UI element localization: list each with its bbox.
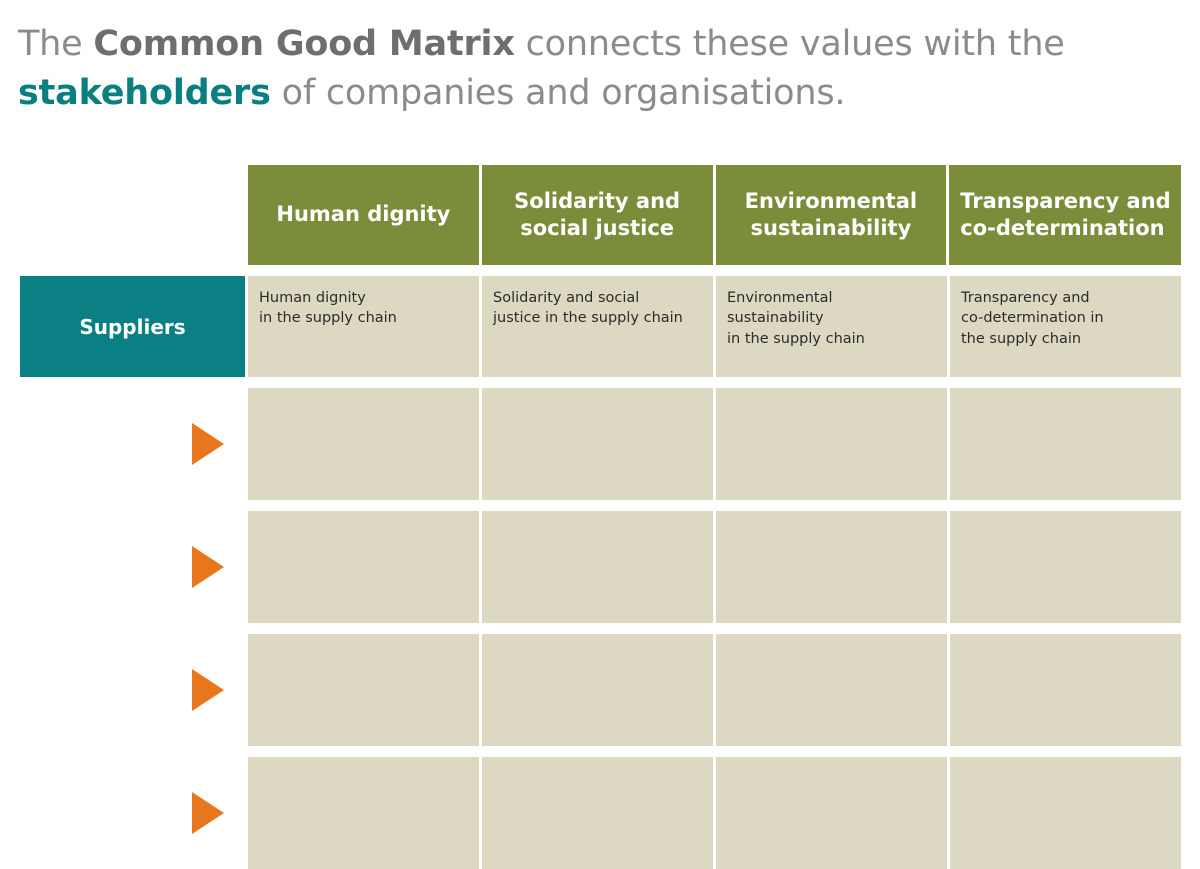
matrix-corner-cell	[20, 165, 245, 265]
title-segment-stakeholders: stakeholders	[18, 73, 271, 113]
column-header-transparency-and-co-determination[interactable]: Transparency and co-determination	[949, 165, 1181, 265]
play-arrow-right-icon[interactable]	[192, 423, 224, 465]
cell-placeholder-4-environmental-sustainability[interactable]	[716, 757, 947, 869]
title-segment-plain-3: of companies and organisations.	[270, 73, 846, 113]
column-header-solidarity-and-social-justice[interactable]: Solidarity and social justice	[481, 165, 713, 265]
row-label-placeholder-2	[20, 511, 245, 623]
column-header-environmental-sustainability[interactable]: Environmental sustainability	[715, 165, 947, 265]
row-label-suppliers[interactable]: Suppliers	[20, 276, 245, 377]
matrix-row-placeholder-1	[20, 388, 1181, 500]
cell-placeholder-4-transparency-and-co-determination[interactable]	[950, 757, 1181, 869]
cell-placeholder-3-transparency-and-co-determination[interactable]	[950, 634, 1181, 746]
row-label-placeholder-4	[20, 757, 245, 869]
cell-suppliers-solidarity-and-social-justice[interactable]: Solidarity and social justice in the sup…	[482, 276, 713, 377]
cell-placeholder-2-environmental-sustainability[interactable]	[716, 511, 947, 623]
column-header-human-dignity[interactable]: Human dignity	[248, 165, 479, 265]
cell-placeholder-2-human-dignity[interactable]	[248, 511, 479, 623]
cell-placeholder-4-solidarity-and-social-justice[interactable]	[482, 757, 713, 869]
cell-placeholder-1-environmental-sustainability[interactable]	[716, 388, 947, 500]
play-arrow-right-icon[interactable]	[192, 669, 224, 711]
play-arrow-right-icon[interactable]	[192, 792, 224, 834]
row-label-placeholder-3	[20, 634, 245, 746]
cell-placeholder-2-solidarity-and-social-justice[interactable]	[482, 511, 713, 623]
matrix-row-suppliers: Suppliers Human dignity in the supply ch…	[20, 276, 1181, 377]
cell-placeholder-2-transparency-and-co-determination[interactable]	[950, 511, 1181, 623]
cell-placeholder-3-human-dignity[interactable]	[248, 634, 479, 746]
cell-placeholder-1-transparency-and-co-determination[interactable]	[950, 388, 1181, 500]
row-label-placeholder-1	[20, 388, 245, 500]
cell-placeholder-3-environmental-sustainability[interactable]	[716, 634, 947, 746]
cell-placeholder-1-solidarity-and-social-justice[interactable]	[482, 388, 713, 500]
matrix-header-row: Human dignity Solidarity and social just…	[20, 165, 1181, 265]
title-segment-plain-1: The	[18, 24, 94, 64]
cell-suppliers-transparency-and-co-determination[interactable]: Transparency and co-determination in the…	[950, 276, 1181, 377]
page-title: The Common Good Matrix connects these va…	[18, 20, 1178, 118]
cell-placeholder-4-human-dignity[interactable]	[248, 757, 479, 869]
cell-placeholder-3-solidarity-and-social-justice[interactable]	[482, 634, 713, 746]
cell-suppliers-environmental-sustainability[interactable]: Environmental sustainability in the supp…	[716, 276, 947, 377]
title-segment-common-good-matrix: Common Good Matrix	[93, 24, 515, 64]
play-arrow-right-icon[interactable]	[192, 546, 224, 588]
common-good-matrix-table: Human dignity Solidarity and social just…	[20, 165, 1181, 869]
matrix-row-placeholder-4	[20, 757, 1181, 869]
title-segment-plain-2: connects these values with the	[514, 24, 1065, 64]
cell-suppliers-human-dignity[interactable]: Human dignity in the supply chain	[248, 276, 479, 377]
cell-placeholder-1-human-dignity[interactable]	[248, 388, 479, 500]
matrix-row-placeholder-3	[20, 634, 1181, 746]
matrix-row-placeholder-2	[20, 511, 1181, 623]
